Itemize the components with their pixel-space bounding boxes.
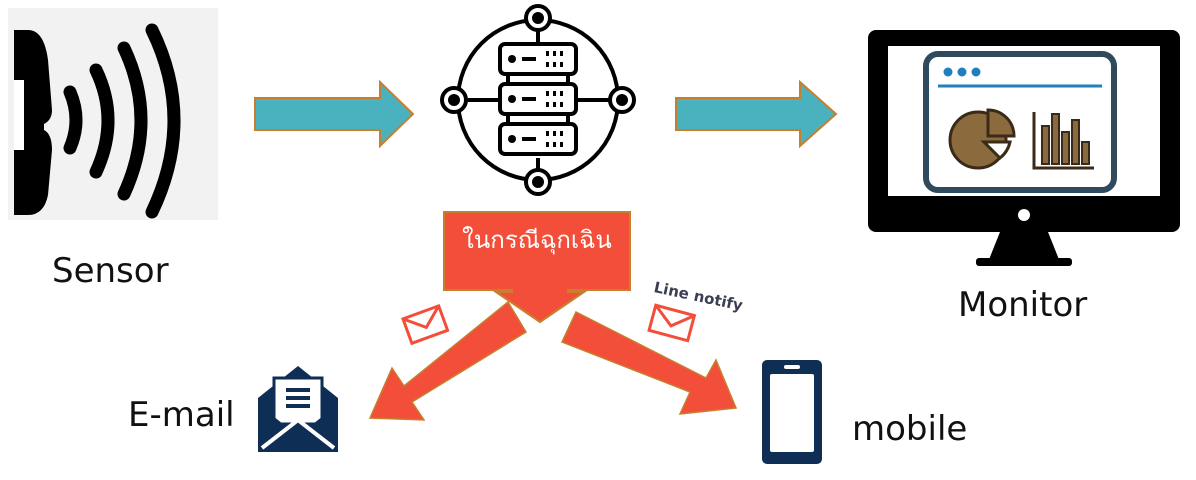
mobile-label: mobile: [852, 409, 968, 449]
arrow-sensor-to-server: [254, 79, 415, 149]
emergency-text: ในกรณีฉุกเฉิน: [462, 226, 612, 254]
sensor-label: Sensor: [52, 251, 169, 291]
arrow-server-to-monitor: [675, 79, 838, 149]
arrow-to-mobile: [560, 310, 738, 415]
open-envelope-icon: [258, 366, 338, 452]
arrow-to-email: [368, 300, 528, 421]
monitor-label: Monitor: [958, 285, 1088, 325]
monitor-dashboard-icon: [868, 30, 1180, 266]
wireless-signal-icon: [8, 8, 218, 220]
envelope-icon-right: [647, 303, 697, 343]
email-label: E-mail: [128, 395, 235, 435]
emergency-callout: [443, 211, 631, 324]
smartphone-icon: [762, 360, 822, 464]
envelope-icon-left: [401, 303, 450, 346]
server-network-icon: [440, 4, 636, 196]
